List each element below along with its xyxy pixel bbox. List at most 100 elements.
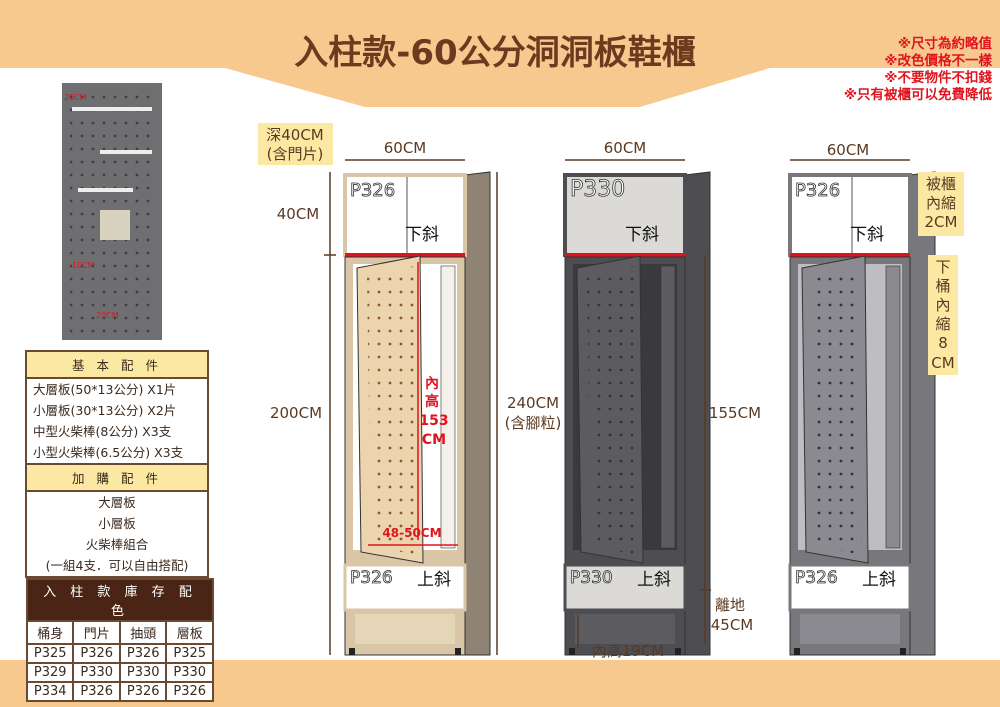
addon-item: 小層板 [98,516,136,531]
foot [455,648,461,655]
foot [349,648,355,655]
col-header: 抽頭 [118,620,168,645]
dimension-lines [324,159,910,655]
addon-item: (一組4支．可以自由搭配) [45,558,189,573]
total-height-note: (含腳粒) [505,414,562,432]
pegboard-holes [367,266,417,555]
addon-title: 加 購 配 件 [27,463,207,492]
drawer [343,563,467,612]
floor-height-label: 45CM [711,616,754,634]
basic-item: 中型火柴棒(8公分) X3支 [33,424,172,439]
foot [794,648,800,655]
note: ※尺寸為約略值 [897,36,992,52]
dimension-labels: 60CM 60CM 60CM 40CM 200CM 240CM (含腳粒) 15… [270,139,869,660]
pegboard-holes [587,266,637,555]
svg-text:下: 下 [935,258,950,276]
note: ※不要物件不扣錢 [884,70,992,86]
svg-text:內縮: 內縮 [926,194,956,212]
drawer-slant-label: 上斜 [417,570,451,590]
inner-dims: 內 高 153 CM 48-50CM [368,262,458,546]
base-opening [575,614,675,644]
notes: ※尺寸為約略值 ※改色價格不一樣 ※不要物件不扣錢 ※只有被櫃可以免費降低 [844,36,992,104]
svg-text:20CM: 20CM [64,93,87,102]
top-slant-label: 下斜 [405,225,439,245]
svg-text:8: 8 [938,334,948,352]
page-title: 入柱款-60公分洞洞板鞋櫃 [294,33,695,73]
col-header: 門片 [72,620,121,645]
addon-item: 大層板 [98,495,136,510]
foot [900,648,906,655]
inner-base-label: 內高19CM [592,642,665,660]
svg-text:10CM: 10CM [72,261,95,270]
inner-panel [660,265,676,549]
depth-label: 深40CM [266,126,324,144]
drawer-slant-label: 上斜 [862,570,896,590]
basic-item: 大層板(50*13公分) X1片 [33,382,177,397]
top-cabinet [343,173,467,257]
drawer-slant-label: 上斜 [637,570,671,590]
cell: P326 [118,681,168,702]
top-cabinet [563,173,687,257]
svg-text:CM: CM [931,354,954,372]
svg-text:桶: 桶 [935,277,950,295]
depth-label-bg [258,123,333,165]
cell: P326 [165,681,214,702]
svg-text:48-50CM: 48-50CM [382,526,441,540]
drawer [788,563,912,612]
foot [675,648,681,655]
top-slant-label: 下斜 [850,225,884,245]
cell: P330 [118,662,168,683]
side-panel [684,171,711,656]
top-code: P330 [570,177,625,202]
cell: P326 [118,643,168,664]
inner-panel [440,265,456,549]
red-edge [790,253,910,257]
inner-panel [885,265,901,549]
width-label-2: 60CM [604,139,647,157]
width-label-3: 60CM [827,141,870,159]
cell: P326 [72,643,121,664]
side-panel [464,171,491,656]
top-slant-label: 下斜 [625,225,659,245]
cell: P330 [72,662,121,683]
svg-text:153: 153 [419,413,448,429]
svg-text:2CM: 2CM [925,213,958,231]
base-opening [800,614,900,644]
recess-notes: 被櫃 內縮 2CM 下 桶 內 縮 8 CM [918,172,964,375]
cell: P330 [165,662,214,683]
svg-text:縮: 縮 [935,315,950,333]
stock-title: 入 柱 款 庫 存 配 色 [26,578,214,622]
svg-text:被櫃: 被櫃 [926,175,956,193]
foot [569,648,575,655]
cell: P329 [25,662,75,683]
cell: P326 [72,681,121,702]
cell: P325 [25,643,75,664]
red-edge [565,253,685,257]
top-height-label: 40CM [277,205,320,223]
col-header: 層板 [165,620,214,645]
basic-item: 小型火柴棒(6.5公分) X3支 [33,445,184,460]
svg-text:高: 高 [425,393,439,410]
svg-text:內: 內 [935,296,950,314]
drawer-code: P326 [795,568,838,588]
svg-text:20CM: 20CM [96,311,119,320]
product-photo: 20CM 10CM 20CM [62,83,162,340]
floor-label: 離地 [715,596,745,614]
basic-item: 小層板(30*13公分) X2片 [33,403,177,418]
svg-text:內: 內 [425,376,439,392]
total-height-label: 240CM [507,394,559,412]
cell: P334 [25,681,75,702]
basic-title: 基 本 配 件 [27,352,207,379]
base-opening [355,614,455,644]
col-header: 桶身 [25,620,75,645]
top-code: P326 [350,180,395,201]
